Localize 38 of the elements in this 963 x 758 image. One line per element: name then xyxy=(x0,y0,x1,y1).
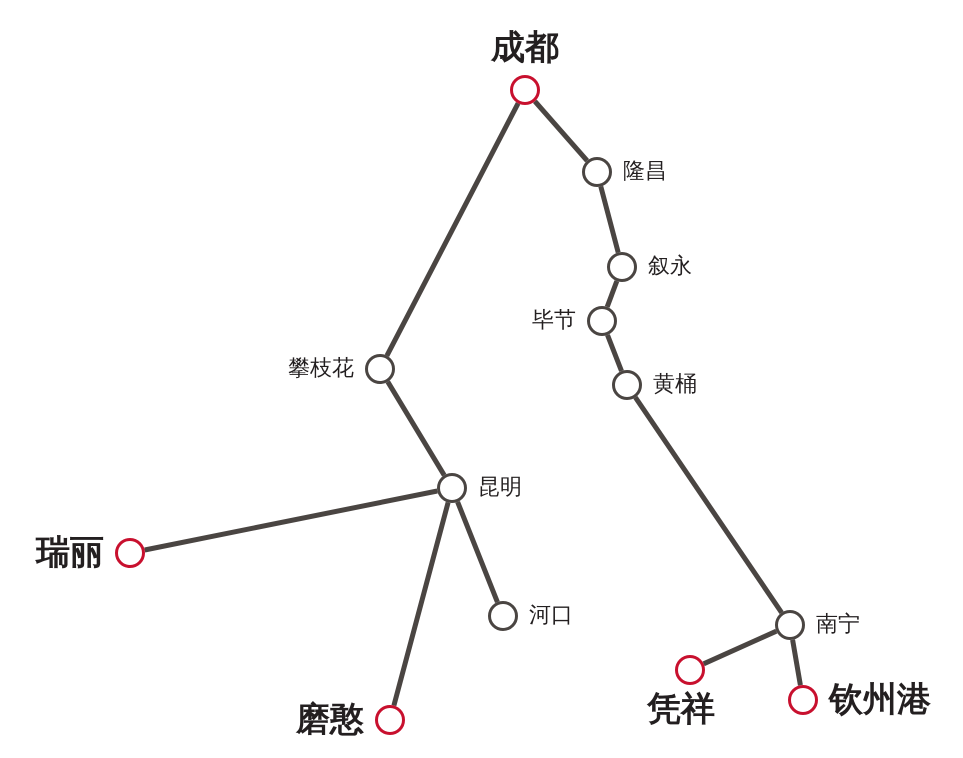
rail-line xyxy=(386,380,446,476)
station-label: 河口 xyxy=(529,604,573,628)
rail-line xyxy=(144,488,438,552)
station-circle xyxy=(587,306,617,336)
station-circle xyxy=(375,705,405,735)
rail-line xyxy=(633,396,784,614)
station-label: 成都 xyxy=(491,30,559,67)
station-circle xyxy=(365,354,395,384)
station-circle xyxy=(612,370,642,400)
station-circle xyxy=(582,157,612,187)
station-label: 毕节 xyxy=(532,308,576,334)
station-label: 磨憨 xyxy=(296,701,364,739)
station-label: 钦州港 xyxy=(829,681,931,719)
rail-line xyxy=(391,502,451,706)
station-label: 南宁 xyxy=(816,612,860,638)
station-circle xyxy=(510,75,540,105)
station-circle xyxy=(115,538,145,568)
station-circle xyxy=(675,655,705,685)
rail-line xyxy=(455,500,500,604)
station-label: 黄桶 xyxy=(653,372,697,398)
station-label: 瑞丽 xyxy=(36,534,104,572)
station-circle xyxy=(437,473,467,503)
station-label: 叙永 xyxy=(648,254,692,280)
station-label: 昆明 xyxy=(478,476,522,500)
rail-line xyxy=(702,628,778,666)
rail-line xyxy=(533,100,589,162)
rail-line xyxy=(605,334,624,372)
station-label: 隆昌 xyxy=(623,160,667,184)
station-circle xyxy=(488,601,518,631)
station-label: 攀枝花 xyxy=(288,356,354,382)
rail-line xyxy=(598,186,621,254)
station-label: 凭祥 xyxy=(647,691,715,728)
station-circle xyxy=(607,252,637,282)
station-circle xyxy=(775,610,805,640)
rail-line xyxy=(790,639,803,686)
rail-line xyxy=(604,280,620,308)
station-circle xyxy=(788,685,818,715)
rail-line xyxy=(384,102,520,357)
